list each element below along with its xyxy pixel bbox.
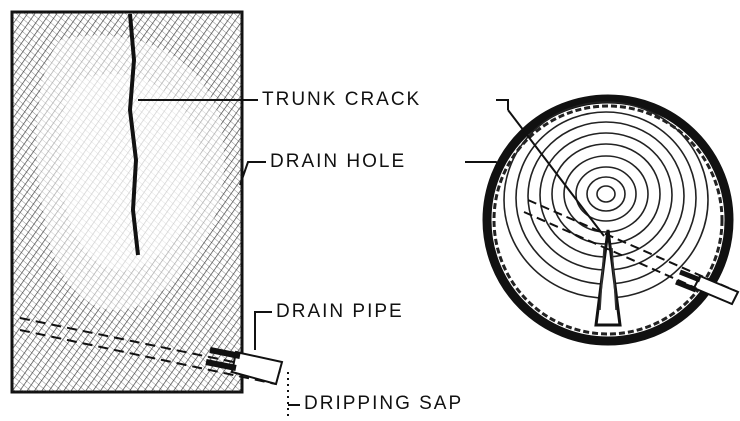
- trunk-side-view: [12, 12, 242, 392]
- label-drain-pipe: DRAIN PIPE: [276, 301, 404, 323]
- label-dripping-sap: DRIPPING SAP: [304, 393, 463, 415]
- label-trunk-crack: TRUNK CRACK: [262, 89, 421, 111]
- label-drain-hole: DRAIN HOLE: [270, 151, 406, 173]
